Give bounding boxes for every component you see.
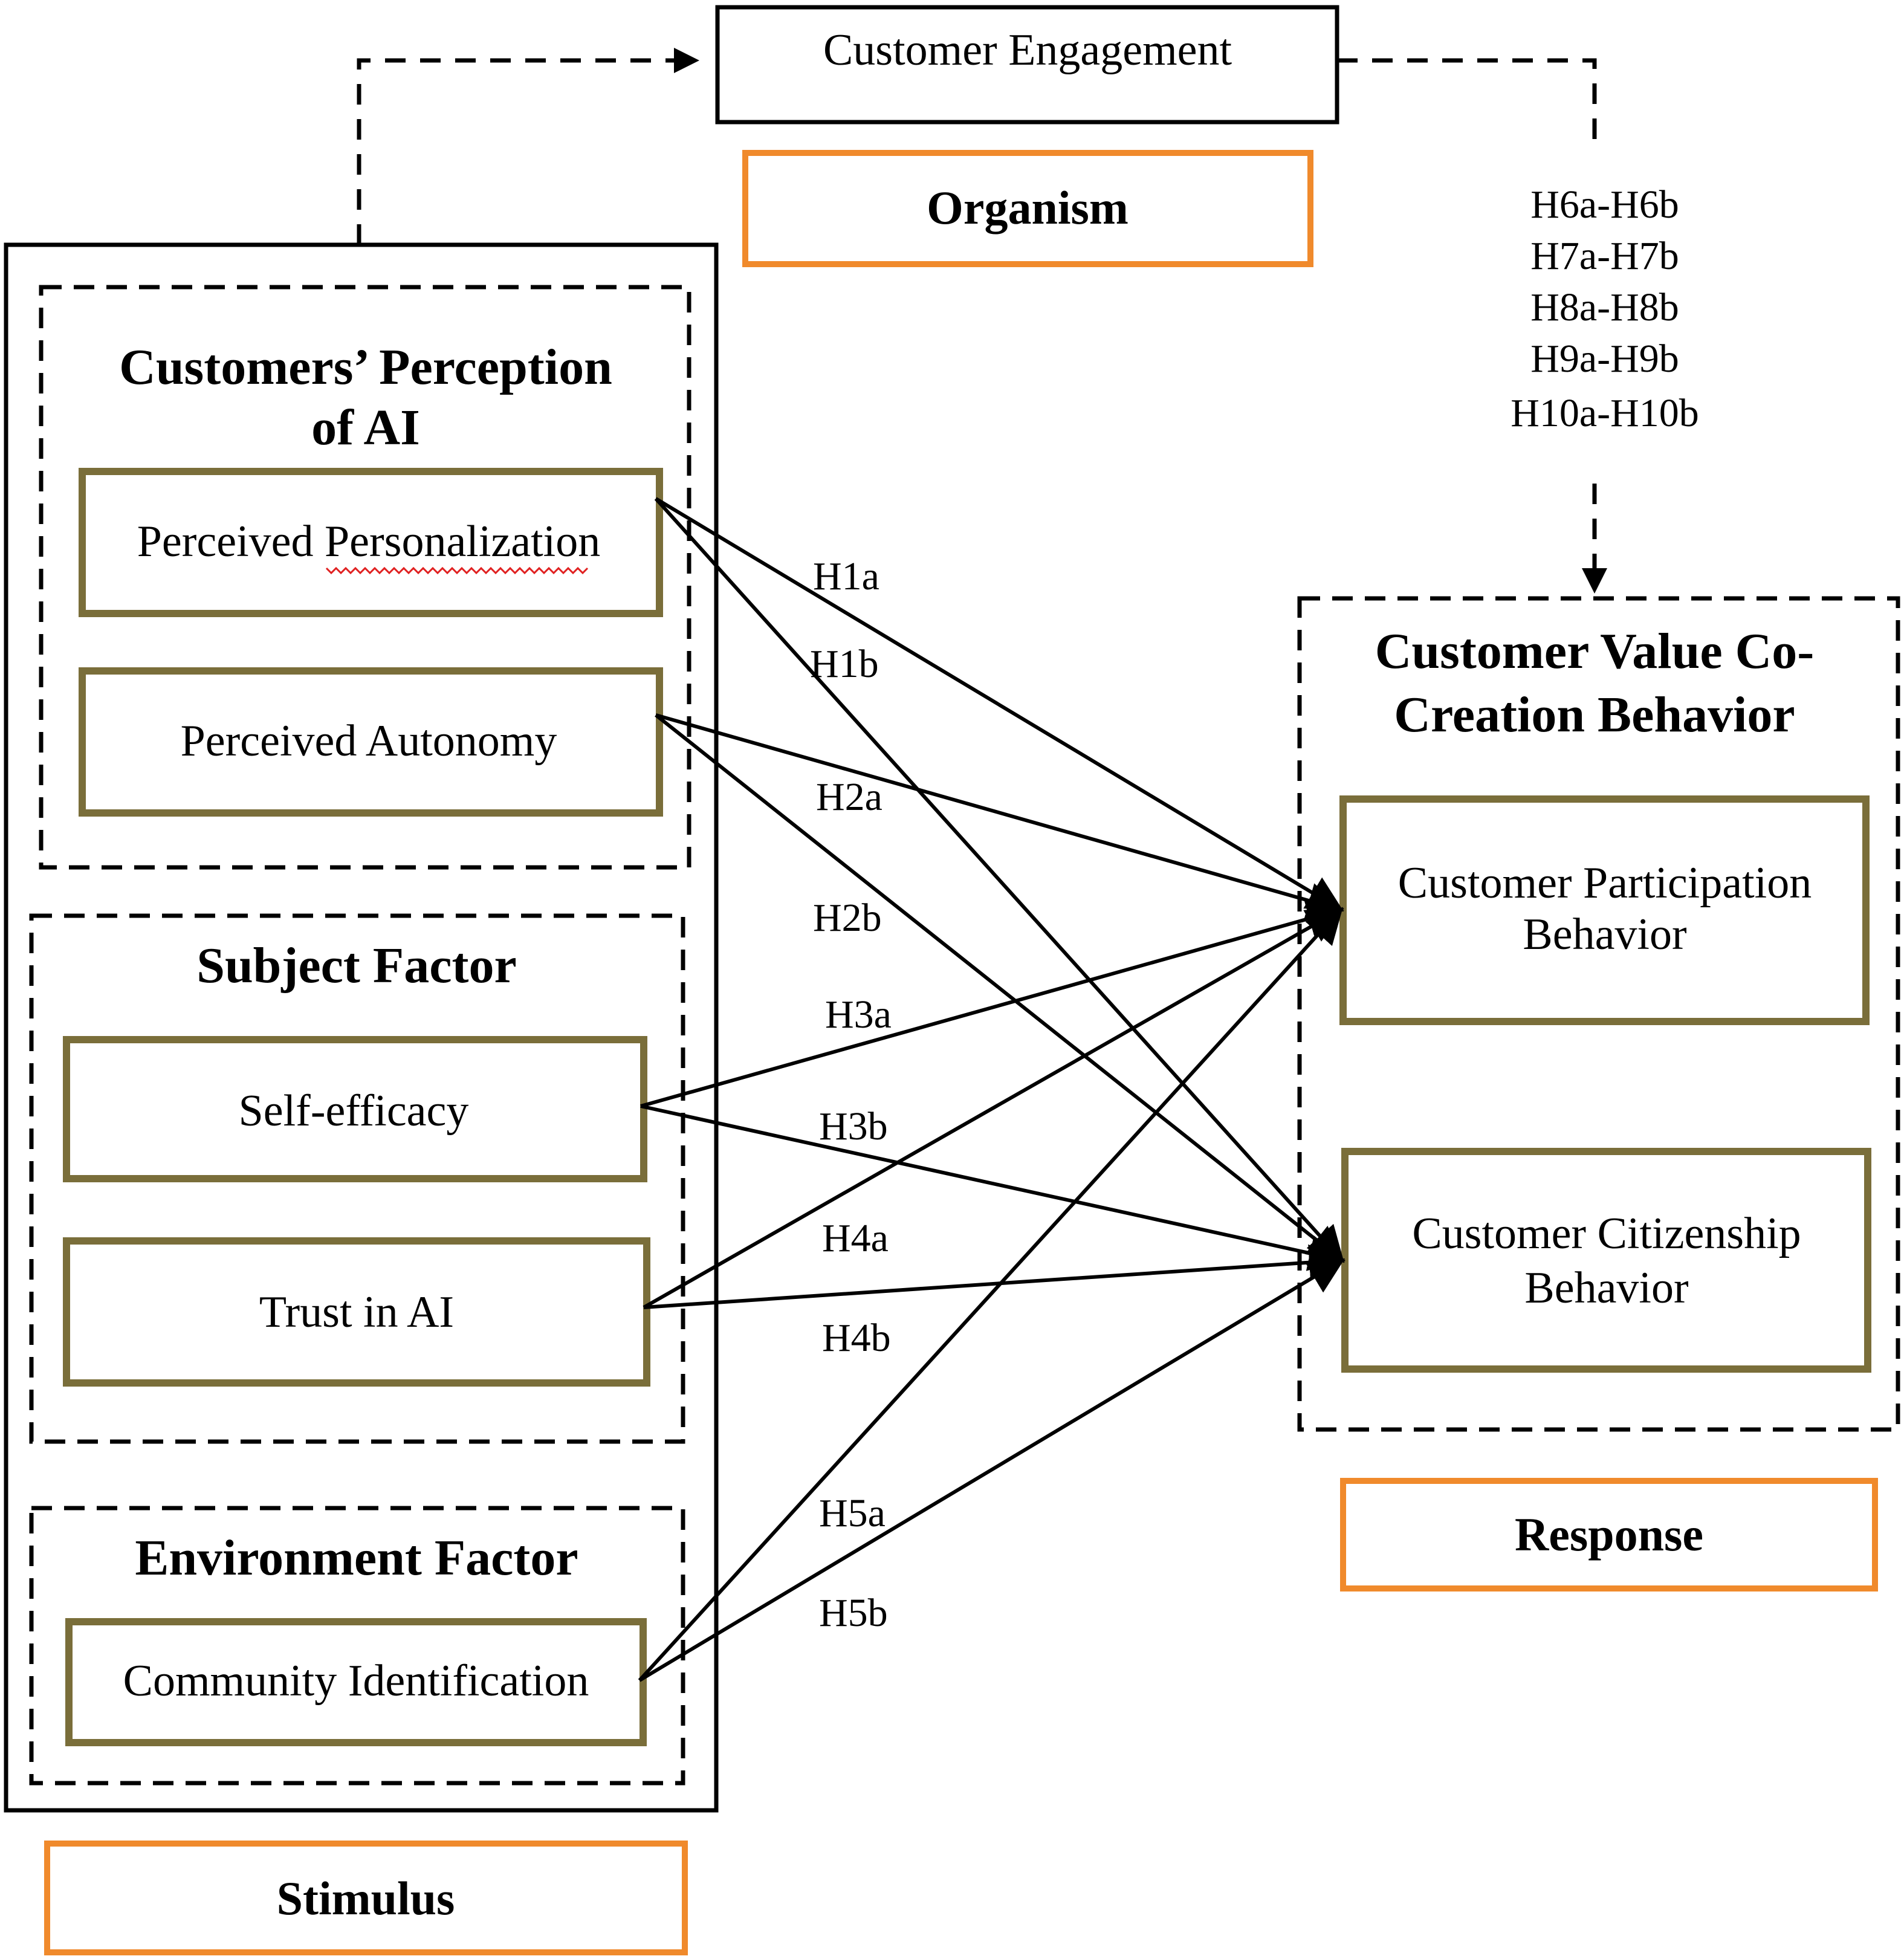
group-environment-factor: Environment Factor: [29, 1506, 685, 1786]
hypothesis-label: H4b: [822, 1316, 891, 1360]
group-subject-factor: Subject Factor: [29, 913, 685, 1444]
node-label: Customer Citizenship: [1412, 1209, 1801, 1258]
group-customers-perception-of-ai: Customers’ Perception of AI: [39, 285, 691, 870]
hypothesis-label: H8a-H8b: [1530, 285, 1679, 329]
node-customer-engagement-label: Customer Engagement: [823, 25, 1232, 75]
group-title: Customer Value Co-: [1375, 623, 1814, 679]
hypothesis-label: H1a: [813, 554, 879, 598]
stage-response: Response: [1340, 1478, 1878, 1591]
group-title: Environment Factor: [135, 1530, 578, 1586]
hypothesis-label: H6a-H6b: [1530, 183, 1679, 227]
node-self-efficacy: Self-efficacy: [63, 1036, 647, 1182]
edge-h4a: [643, 908, 1344, 1309]
group-title: Subject Factor: [196, 937, 517, 994]
edge-h4b: [643, 1244, 1345, 1309]
hypothesis-label: H5a: [819, 1491, 886, 1535]
stimulus-to-engagement-connector: [357, 48, 699, 245]
edge-h3b: [640, 1104, 1345, 1271]
hypothesis-label: H10a-H10b: [1511, 391, 1699, 435]
stage-organism: Organism: [742, 150, 1313, 267]
hypothesis-label: H3b: [819, 1104, 888, 1148]
edge-h1b: [654, 497, 1345, 1263]
node-label: Trust in AI: [259, 1287, 454, 1337]
spellcheck-underline: [325, 566, 589, 575]
group-title: Creation Behavior: [1394, 687, 1795, 743]
hypothesis-label: H4a: [822, 1216, 889, 1260]
stage-organism-label: Organism: [927, 181, 1128, 234]
edge-h1a: [655, 497, 1344, 912]
node-perceived-autonomy: Perceived Autonomy: [79, 667, 663, 817]
group-title: Customers’ Perception: [119, 339, 612, 395]
hypothesis-label: H3a: [825, 992, 892, 1037]
hypothesis-label: H1b: [810, 642, 879, 686]
node-perceived-personalization: Perceived Personalization: [79, 468, 663, 617]
edge-h2b: [655, 713, 1345, 1263]
node-label: Customer Participation: [1398, 858, 1812, 908]
hypothesis-label: H2b: [813, 896, 882, 940]
node-label: Perceived Autonomy: [181, 716, 557, 766]
hypothesis-label: H2a: [816, 775, 882, 819]
group-customer-value-co-creation: Customer Value Co- Creation Behavior: [1297, 596, 1900, 1432]
node-label: Behavior: [1523, 910, 1686, 959]
node-customer-citizenship-behavior: Customer Citizenship Behavior: [1341, 1148, 1871, 1373]
edge-h5a: [638, 907, 1344, 1682]
node-customer-engagement: Customer Engagement: [715, 5, 1339, 125]
hypothesis-label: H9a-H9b: [1530, 337, 1679, 381]
hypothesis-label: H7a-H7b: [1530, 234, 1679, 278]
node-customer-participation-behavior: Customer Participation Behavior: [1339, 795, 1870, 1025]
node-community-identification: Community Identification: [65, 1618, 647, 1746]
stage-stimulus-label: Stimulus: [277, 1872, 455, 1925]
direct-hypothesis-labels: H1a H1b H2a H2b H3a H3b H4a H4b H5a H5b: [810, 554, 892, 1635]
stimulus-container: [4, 242, 719, 1813]
node-trust-in-ai: Trust in AI: [63, 1237, 650, 1387]
node-label: Behavior: [1524, 1263, 1688, 1313]
mediation-hypotheses: H6a-H6b H7a-H7b H8a-H8b H9a-H9b H10a-H10…: [1511, 183, 1699, 435]
edge-h3a: [640, 901, 1344, 1108]
edge-h5b: [638, 1258, 1345, 1682]
edge-h2a: [655, 713, 1344, 919]
group-title: of AI: [311, 400, 420, 456]
engagement-to-response-connector: [1337, 58, 1597, 139]
node-label: Perceived Personalization: [137, 517, 600, 566]
hypothesis-label: H5b: [819, 1591, 888, 1635]
stage-response-label: Response: [1515, 1508, 1703, 1561]
stage-stimulus: Stimulus: [44, 1841, 688, 1955]
node-label: Self-efficacy: [239, 1086, 469, 1136]
node-label: Community Identification: [123, 1656, 589, 1706]
hypothesis-edges: [638, 497, 1345, 1682]
